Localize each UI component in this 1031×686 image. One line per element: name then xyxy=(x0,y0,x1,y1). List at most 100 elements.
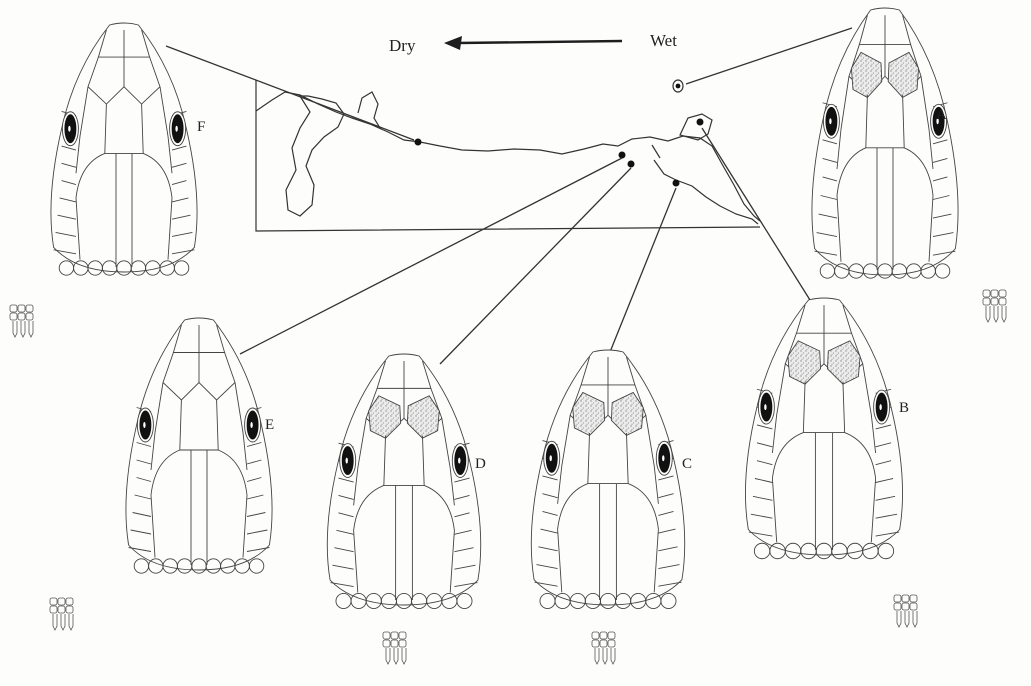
scale-sketch xyxy=(50,598,73,630)
sketch-scale xyxy=(608,632,615,639)
sketch-scale xyxy=(399,632,406,639)
sketch-toe xyxy=(394,648,398,664)
sketch-toe xyxy=(13,321,17,337)
locality-dot-e xyxy=(619,152,626,159)
locality-dot-f xyxy=(415,139,422,146)
sketch-scale xyxy=(383,632,390,639)
eye-glint xyxy=(175,126,177,132)
head-drawings xyxy=(51,8,958,609)
nuchal-scale xyxy=(336,593,351,608)
head-drawing-b xyxy=(745,298,902,559)
nuchal-scale xyxy=(174,261,188,275)
sketch-scale xyxy=(50,598,57,605)
scale-sketch xyxy=(10,305,33,337)
sketch-scale xyxy=(902,603,909,610)
sketch-scale xyxy=(999,298,1006,305)
leader-e xyxy=(240,158,622,354)
sketch-toe xyxy=(913,611,917,627)
sketch-toe xyxy=(61,614,65,630)
sketch-toe xyxy=(69,614,73,630)
nuchal-scale xyxy=(820,264,834,278)
lake-basin xyxy=(286,96,344,216)
label-a: A xyxy=(936,107,947,123)
sketch-scale xyxy=(66,606,73,613)
locality-dot-d xyxy=(628,161,635,168)
dry-label: Dry xyxy=(389,36,416,55)
locality-dot-a xyxy=(676,84,681,89)
eye-glint xyxy=(250,422,252,428)
leader-d xyxy=(440,168,631,364)
sketch-toe xyxy=(595,648,599,664)
map-frame xyxy=(256,80,760,231)
sketch-scale xyxy=(592,640,599,647)
label-c: C xyxy=(682,456,692,472)
sketch-toe xyxy=(603,648,607,664)
nuchal-scale xyxy=(457,593,472,608)
sketch-scale xyxy=(26,313,33,320)
head-drawing-c xyxy=(531,350,684,609)
sketch-scale xyxy=(999,290,1006,297)
sketch-toe xyxy=(986,306,990,322)
sketch-scale xyxy=(592,632,599,639)
sketch-scale xyxy=(910,603,917,610)
scale-sketch xyxy=(983,290,1006,322)
label-f: F xyxy=(197,119,205,135)
leader-lines xyxy=(166,28,852,364)
head-drawing-d xyxy=(327,354,480,609)
sketch-scale xyxy=(383,640,390,647)
sketch-scale xyxy=(600,632,607,639)
wet-label: Wet xyxy=(650,31,677,50)
leader-a xyxy=(686,28,852,84)
sketch-scale xyxy=(902,595,909,602)
sketch-toe xyxy=(386,648,390,664)
nuchal-scale xyxy=(661,593,676,608)
nuchal-scale xyxy=(134,559,148,573)
sketch-toe xyxy=(905,611,909,627)
sketch-scale xyxy=(18,305,25,312)
leader-b xyxy=(702,128,810,300)
sketch-scale xyxy=(58,598,65,605)
head-drawing-e xyxy=(126,318,272,573)
gradient-arrow xyxy=(444,36,622,50)
nuchal-scale xyxy=(935,264,949,278)
sketch-toe xyxy=(29,321,33,337)
nuchal-scale xyxy=(249,559,263,573)
eye-glint xyxy=(68,126,70,132)
sketch-scale xyxy=(399,640,406,647)
locality-dot-c xyxy=(673,180,680,187)
sketch-scale xyxy=(10,305,17,312)
label-e: E xyxy=(265,417,274,433)
eye-glint xyxy=(143,422,145,428)
nuchal-scale xyxy=(878,543,893,558)
sketch-scale xyxy=(26,305,33,312)
eye-glint xyxy=(458,458,460,464)
sketch-scale xyxy=(894,595,901,602)
sketch-scale xyxy=(910,595,917,602)
sketch-scale xyxy=(391,640,398,647)
sketch-toe xyxy=(402,648,406,664)
sketch-scale xyxy=(608,640,615,647)
scale-sketch xyxy=(894,595,917,627)
sketch-scale xyxy=(58,606,65,613)
sketch-toe xyxy=(994,306,998,322)
label-d: D xyxy=(475,456,486,472)
sketch-scale xyxy=(983,298,990,305)
range-map xyxy=(256,80,760,231)
sketch-toe xyxy=(21,321,25,337)
locality-dots xyxy=(415,84,704,187)
nuchal-scale xyxy=(59,261,73,275)
coastline xyxy=(256,92,760,221)
sketch-toe xyxy=(897,611,901,627)
eye-glint xyxy=(662,455,664,461)
sketch-scale xyxy=(10,313,17,320)
sketch-scale xyxy=(991,298,998,305)
sketch-scale xyxy=(894,603,901,610)
locality-dot-b xyxy=(697,119,704,126)
sketch-toe xyxy=(611,648,615,664)
gulf-coast xyxy=(652,145,660,158)
scale-sketch xyxy=(383,632,406,664)
sketch-scale xyxy=(991,290,998,297)
scale-sketch xyxy=(592,632,615,664)
